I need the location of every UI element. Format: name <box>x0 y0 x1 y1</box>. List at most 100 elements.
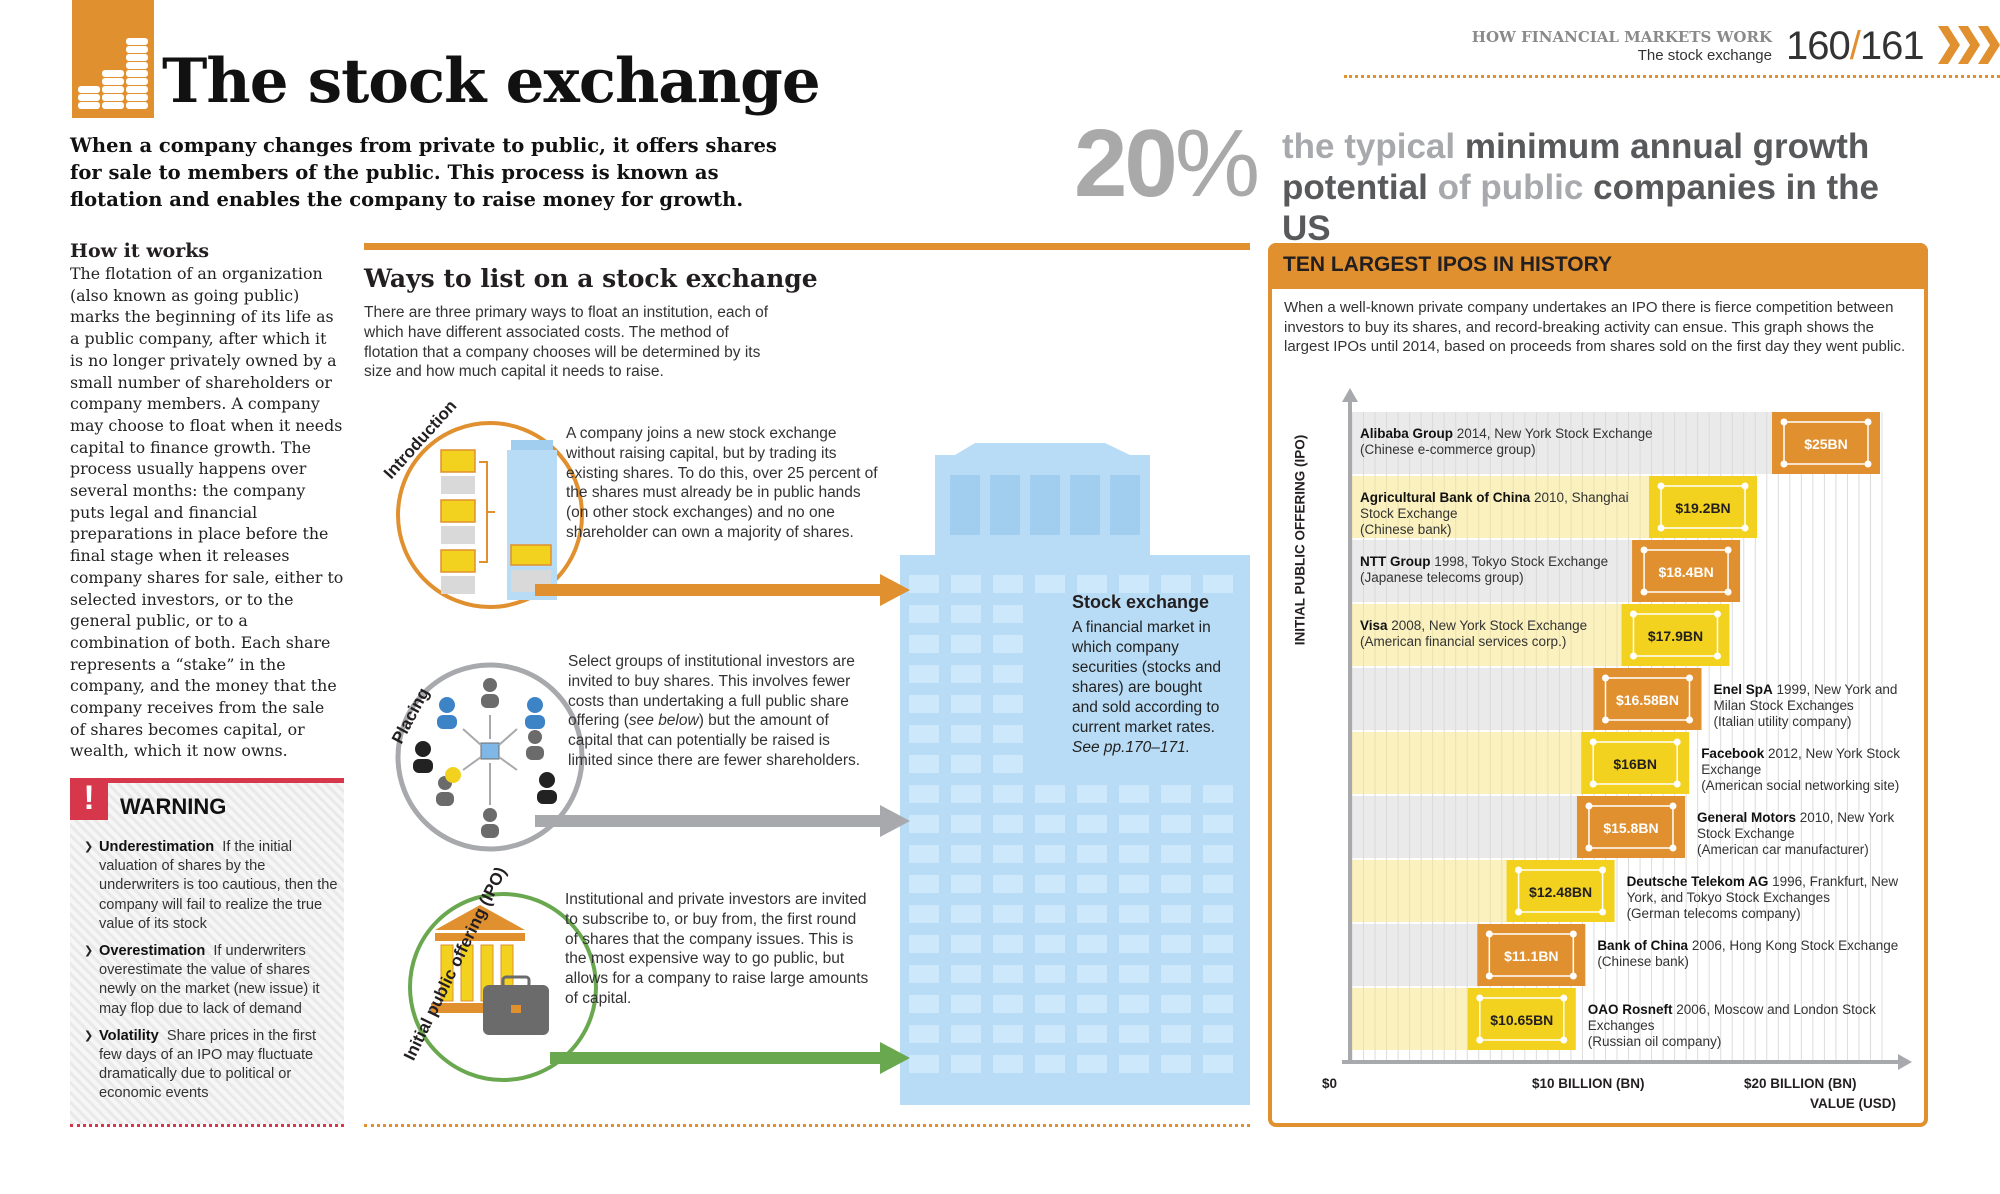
bar-company-label: Deutsche Telekom AG 1996, Frankfurt, New… <box>1627 874 1915 922</box>
warning-item: Volatility Share prices in the first few… <box>82 1027 338 1104</box>
bar-track <box>1350 476 1658 538</box>
company-description: (Russian oil company) <box>1587 1034 1722 1049</box>
building-window <box>1161 845 1191 863</box>
building-window <box>909 815 939 833</box>
building-window <box>1035 785 1065 803</box>
banknote-corner <box>1585 844 1593 852</box>
building-window <box>1161 815 1191 833</box>
banknote-corner <box>1669 802 1677 810</box>
bar-track <box>1350 732 1590 794</box>
building-window <box>951 875 981 893</box>
building-window <box>909 605 939 623</box>
building-window <box>1077 965 1107 983</box>
company-name: General Motors <box>1696 810 1796 825</box>
method-desc-part: Select groups of institutional investors… <box>568 653 855 730</box>
banknote-corner <box>1585 802 1593 810</box>
bar-value-label: $25BN <box>1804 436 1848 452</box>
page-title: The stock exchange <box>162 46 821 117</box>
banknote-corner <box>1713 652 1721 660</box>
stat-symbol: % <box>1174 110 1260 217</box>
banknote-corner <box>1640 588 1648 596</box>
building-window <box>1077 1055 1107 1073</box>
method-desc-part: ) but the amount of capital that can pot… <box>568 712 861 769</box>
building-window <box>909 1025 939 1043</box>
y-axis-arrow <box>1342 388 1358 402</box>
building-window <box>1161 965 1191 983</box>
warning-text: If the initial valuation of shares by th… <box>99 839 338 932</box>
building-window <box>993 605 1023 623</box>
building-window <box>993 695 1023 713</box>
building-window <box>909 875 939 893</box>
stock-exchange-reference: See pp.170–171. <box>1072 739 1191 756</box>
banknote-frame <box>1517 869 1604 913</box>
banknote-corner <box>1724 546 1732 554</box>
banknote-corner <box>1780 418 1788 426</box>
bar-value-label: $16BN <box>1613 756 1657 772</box>
bar-track <box>1350 924 1486 986</box>
building-window <box>909 905 939 923</box>
banknote-frame <box>1783 421 1869 465</box>
building-window <box>951 665 981 683</box>
method-desc-placing: Select groups of institutional investors… <box>568 652 876 771</box>
running-head-section: HOW FINANCIAL MARKETS WORK <box>1471 28 1772 46</box>
stock-exchange-body: A financial market in which company secu… <box>1072 618 1232 758</box>
building-window <box>909 785 939 803</box>
banknote-corner <box>1685 674 1693 682</box>
bar-value-label: $19.2BN <box>1675 500 1730 516</box>
warning-term: Volatility <box>99 1027 159 1044</box>
x-axis-arrow <box>1898 1054 1912 1070</box>
building-window <box>993 665 1023 683</box>
building-window <box>1077 815 1107 833</box>
banknote-corner <box>1685 716 1693 724</box>
company-description: (American car manufacturer) <box>1696 842 1869 857</box>
banknote-frame <box>1632 613 1719 657</box>
building-window <box>1161 785 1191 803</box>
building-window <box>993 935 1023 953</box>
building-window <box>951 695 981 713</box>
banknote-corner <box>1741 524 1749 532</box>
building-window <box>1203 935 1233 953</box>
banknote-corner <box>1569 972 1577 980</box>
building-window <box>1119 845 1149 863</box>
building-window <box>1035 575 1065 593</box>
company-description: (Italian utility company) <box>1713 714 1852 729</box>
warning-bottom-rule <box>70 1124 344 1127</box>
bar-company-label: Bank of China 2006, Hong Kong Stock Exch… <box>1597 938 1915 970</box>
ipo-panel-title: TEN LARGEST IPOS IN HISTORY <box>1283 253 1613 276</box>
building-window <box>1077 1025 1107 1043</box>
bar-company-label: Facebook 2012, New York Stock Exchange (… <box>1701 746 1915 794</box>
building-window <box>1203 845 1233 863</box>
banknote-corner <box>1640 546 1648 554</box>
building-window <box>1035 845 1065 863</box>
building-window <box>951 845 981 863</box>
ways-body: There are three primary ways to float an… <box>364 304 769 381</box>
building-window <box>1161 575 1191 593</box>
banknote-corner <box>1724 588 1732 596</box>
method-desc-emphasis: see below <box>628 712 699 730</box>
building-window <box>909 965 939 983</box>
building-window <box>993 1055 1023 1073</box>
building-window <box>909 665 939 683</box>
company-name: NTT Group <box>1360 554 1431 569</box>
banknote-corner <box>1629 610 1637 618</box>
warning-list: Underestimation If the initial valuation… <box>82 838 338 1112</box>
building-window <box>1119 815 1149 833</box>
bar-value-label: $16.58BN <box>1616 692 1679 708</box>
building-window <box>951 605 981 623</box>
building-window <box>909 635 939 653</box>
company-description: (American social networking site) <box>1701 778 1900 793</box>
warning-item: Underestimation If the initial valuation… <box>82 838 338 934</box>
building-window <box>909 725 939 743</box>
company-detail: 1996, Frankfurt, New York, and Tokyo Sto… <box>1626 874 1899 905</box>
page-number-left: 160 <box>1786 24 1851 68</box>
building-window <box>993 1025 1023 1043</box>
bar-track <box>1350 988 1476 1050</box>
building-window <box>951 995 981 1013</box>
company-name: Bank of China <box>1597 938 1689 953</box>
stat-caption-part: companies in the US <box>1282 168 1879 248</box>
company-detail: 2014, New York Stock Exchange <box>1453 426 1653 441</box>
lead-paragraph: When a company changes from private to p… <box>70 134 777 211</box>
how-it-works-body: The flotation of an organization (also k… <box>70 264 344 761</box>
building-window <box>1035 875 1065 893</box>
building-window <box>1161 935 1191 953</box>
